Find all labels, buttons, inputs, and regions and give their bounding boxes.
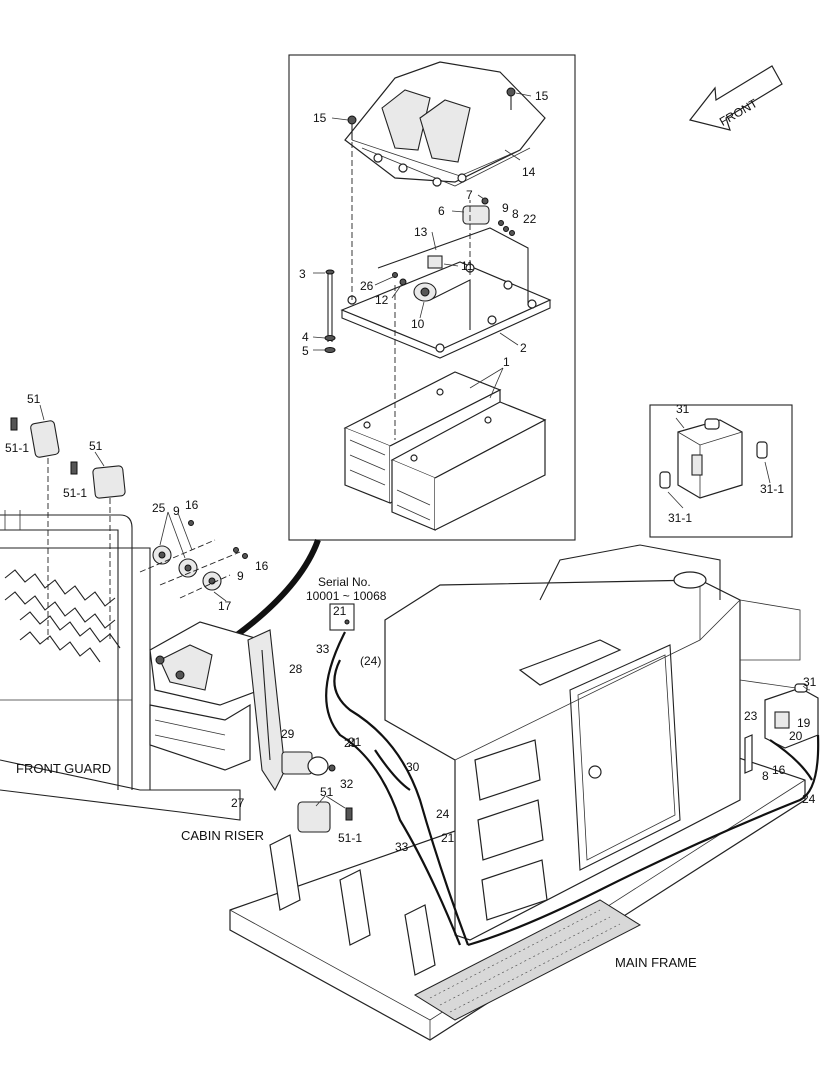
callout-9: 9	[173, 504, 180, 518]
callout-30: 30	[406, 760, 420, 774]
callout-21: 21	[441, 831, 455, 845]
callout-4: 4	[302, 330, 309, 344]
callout-31-1: 31-1	[760, 482, 784, 496]
callout-33: 33	[316, 642, 330, 656]
callout-19: 19	[797, 716, 811, 730]
callout-13: 13	[414, 225, 428, 239]
main-frame-area: 21 24 21 33 31 23 19 20 8 16 24 MAIN FRA…	[229, 544, 820, 1041]
callout-21: 21	[333, 604, 347, 618]
callout-31-1: 31-1	[668, 511, 692, 525]
battery-relay	[462, 197, 515, 236]
callout-8: 8	[512, 207, 519, 221]
callout-51: 51	[89, 439, 103, 453]
callout-16: 16	[185, 498, 199, 512]
battery-detail-box: 15 15 14 7 9 8 22 6 13 11 3 26 12 10 4 5…	[288, 54, 576, 541]
callout-11: 11	[461, 259, 474, 273]
callout-24: 24	[436, 807, 450, 821]
callout-12: 12	[375, 293, 389, 307]
callout-22: 22	[523, 212, 537, 226]
callout-32: 32	[340, 777, 354, 791]
battery-cover	[344, 61, 546, 187]
bolt-15-left	[347, 115, 357, 125]
bolt-15-right	[506, 87, 516, 97]
callout-14: 14	[522, 165, 536, 179]
callout-24-ref: (24)	[360, 654, 381, 668]
callout-1: 1	[503, 355, 510, 369]
callout-5: 5	[302, 344, 309, 358]
callout-9: 9	[237, 569, 244, 583]
callout-10: 10	[411, 317, 425, 331]
callout-51-1: 51-1	[338, 831, 362, 845]
cabin-riser-label: CABIN RISER	[181, 828, 264, 843]
front-guard-area: 51 51-1 51 51-1 25 9 16 9 16 17 FRONT GU…	[0, 392, 269, 821]
callout-51-1: 51-1	[5, 441, 29, 455]
cabin-area: Serial No. 10001 ~ 10068 21 33 (24) 28 2…	[149, 538, 420, 845]
callout-29: 29	[281, 727, 295, 741]
callout-9: 9	[502, 201, 509, 215]
callout-24: 24	[802, 792, 816, 806]
callout-31: 31	[676, 402, 690, 416]
front-direction-arrow: FRONT	[688, 65, 783, 131]
callout-31: 31	[803, 675, 817, 689]
callout-15: 15	[535, 89, 549, 103]
callout-33: 33	[395, 840, 409, 854]
callout-6: 6	[438, 204, 445, 218]
main-frame-label: MAIN FRAME	[615, 955, 697, 970]
callout-16: 16	[772, 763, 786, 777]
callout-51: 51	[27, 392, 41, 406]
callout-2: 2	[520, 341, 527, 355]
callout-3: 3	[299, 267, 306, 281]
callout-7: 7	[466, 188, 473, 202]
callout-21: 21	[344, 736, 358, 750]
callout-21: 21	[348, 735, 362, 749]
front-guard-label: FRONT GUARD	[16, 761, 111, 776]
callout-51: 51	[320, 785, 334, 799]
battery-tray	[340, 227, 552, 359]
callout-20: 20	[789, 729, 803, 743]
callout-15: 15	[313, 111, 327, 125]
callout-16: 16	[255, 559, 269, 573]
serial-range: 10001 ~ 10068	[306, 589, 387, 603]
callout-26: 26	[360, 279, 374, 293]
callout-8: 8	[762, 769, 769, 783]
callout-27: 27	[231, 796, 245, 810]
callout-51-1: 51-1	[63, 486, 87, 500]
battery-switch	[392, 255, 443, 302]
callout-23: 23	[744, 709, 758, 723]
serial-title: Serial No.	[318, 575, 371, 589]
front-guard-grille	[4, 569, 121, 663]
callout-25: 25	[152, 501, 166, 515]
callout-17: 17	[218, 599, 232, 613]
washer-tank-detail-box: 31 31-1 31-1	[649, 402, 793, 538]
batteries	[343, 371, 547, 531]
callout-28: 28	[289, 662, 303, 676]
